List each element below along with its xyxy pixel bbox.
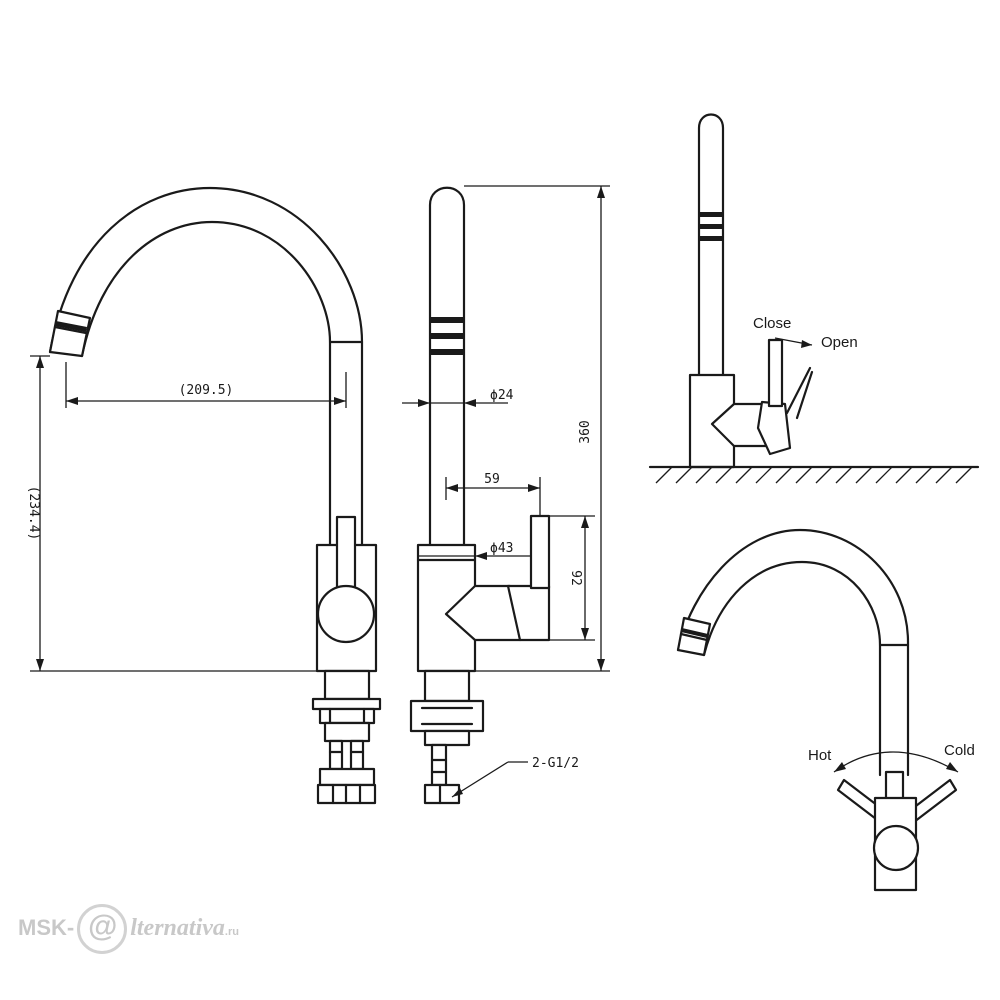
dim-connection: 2-G1/2 [532,756,579,771]
dim-body-diameter: ϕ43 [490,541,513,556]
side-dimensions: 360 ϕ24 59 ϕ43 92 2-G1/2 [402,185,610,798]
front-knob [316,584,376,644]
dim-total-height: 360 [578,420,593,443]
ground-hatching [655,466,973,484]
label-cold: Cold [944,742,975,759]
label-open: Open [821,334,858,351]
front-spout-inner [80,220,332,547]
watermark-at-icon: @ [77,904,128,954]
front-dimensions: (209.5) (234.4) [26,355,347,672]
temperature-view: Hot Cold [676,528,975,892]
dim-spout-height: (234.4) [26,486,41,541]
watermark-logo: MSK-@lternativa.ru [18,904,239,954]
label-hot: Hot [808,747,832,764]
front-spout-outer [48,186,364,547]
dim-spout-diameter: ϕ24 [490,388,514,403]
side-lever [529,514,551,590]
side-spout [428,186,466,547]
dim-spout-reach: (209.5) [179,383,234,398]
watermark-suffix: .ru [224,925,239,938]
watermark-rest: lternativa [130,914,225,941]
watermark-prefix: MSK- [18,914,75,940]
side-view [409,186,551,805]
label-close: Close [753,315,791,332]
front-lever [335,515,357,589]
front-view [48,186,382,805]
operation-view: Close Open [648,113,980,484]
dim-handle-height: 92 [568,570,583,586]
dim-handle-offset: 59 [484,472,500,487]
